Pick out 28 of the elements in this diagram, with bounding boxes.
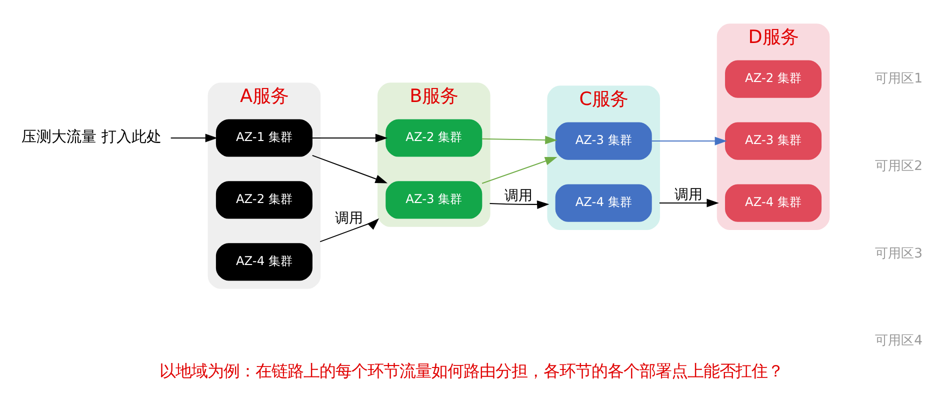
arrow [312, 134, 388, 142]
arrow [320, 218, 380, 242]
edge-label: 调用 [674, 187, 702, 204]
node-box: AZ-2 集群 [386, 119, 482, 157]
label: 可用区4 [875, 334, 922, 349]
caption: 以地域为例：在链路上的每个环节流量如何路由分担，各环节的各个部署点上能否扛住？ [160, 362, 784, 381]
arrow [490, 200, 550, 209]
node-box: AZ-2 集群 [725, 60, 822, 98]
node-box: AZ-3 集群 [725, 122, 822, 160]
edge-label: 调用 [335, 210, 364, 227]
edge-label: 调用 [504, 188, 533, 204]
label: 可用区2 [875, 158, 922, 174]
node-box: AZ-3 集群 [555, 122, 652, 160]
node-box: AZ-2 集群 [216, 181, 312, 219]
label: 可用区3 [875, 246, 922, 262]
arrow [652, 136, 728, 146]
node-text: 压测大流量 打入此处 [22, 128, 162, 146]
arrow [482, 136, 558, 144]
arrow [312, 154, 388, 184]
label: 可用区1 [875, 72, 922, 87]
node-box: AZ-4 集群 [216, 243, 312, 281]
node-box: AZ-4 集群 [555, 184, 652, 222]
node-box: AZ-1 集群 [216, 119, 312, 157]
arrow [659, 198, 719, 208]
node-box: AZ-4 集群 [725, 184, 822, 222]
node-box: AZ-3 集群 [386, 181, 482, 219]
arrow [170, 134, 218, 142]
arrow [482, 157, 558, 184]
